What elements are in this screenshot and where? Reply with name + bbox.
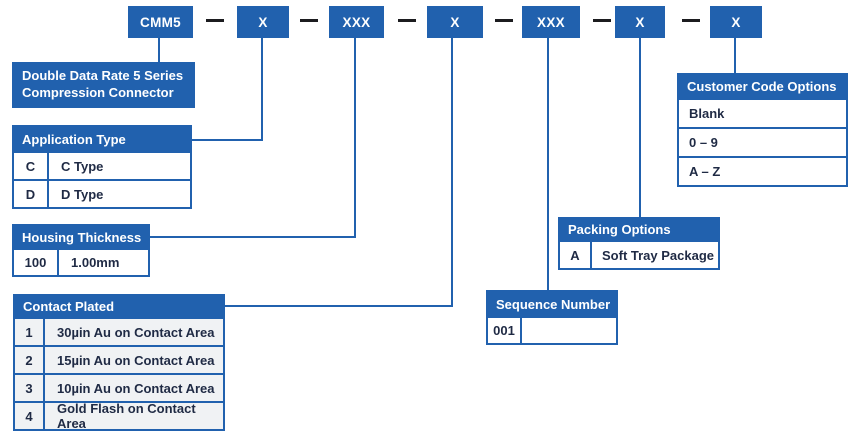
connector-line [734,38,736,73]
row-label: 0 – 9 [689,135,718,150]
part-number-segment-plating: X [427,6,483,38]
part-number-segment-customer-code: X [710,6,762,38]
packing-options-header: Packing Options [558,217,720,242]
housing-thickness-header: Housing Thickness [12,224,150,250]
customer-code-options-header: Customer Code Options [677,73,848,100]
table-row: 001 [486,316,618,345]
connector-line [639,38,641,217]
table-row: Blank [677,98,848,129]
housing-thickness-table: Housing Thickness 100 1.00mm [12,224,150,277]
row-description: Gold Flash on Contact Area [57,401,196,431]
row-label: Blank [689,106,725,121]
connector-line [547,38,549,290]
connector-line [225,305,453,307]
connector-line [150,236,356,238]
part-number-segment-series: CMM5 [128,6,193,38]
row-description: C Type [61,158,104,174]
row-code: 1 [15,319,45,345]
connector-line [192,139,263,141]
part-number-segment-application: X [237,6,289,38]
application-type-header: Application Type [12,125,192,153]
table-row: A Soft Tray Package [558,240,720,270]
dash-separator [682,19,700,22]
row-code: 4 [15,403,45,429]
row-description [522,318,616,343]
part-number-segment-packing: X [615,6,665,38]
table-row: 2 15µin Au on Contact Area [13,345,225,375]
table-row: 100 1.00mm [12,248,150,277]
row-code: C [14,153,49,179]
row-code: 2 [15,347,45,373]
part-number-segment-housing: XXX [329,6,384,38]
connector-line [261,38,263,141]
connector-line [451,38,453,307]
contact-plated-table: Contact Plated 1 30µin Au on Contact Are… [13,294,225,431]
row-code: 001 [488,318,522,343]
row-code: D [14,181,49,207]
dash-separator [206,19,224,22]
row-code: A [560,242,592,268]
table-row: 4 Gold Flash on Contact Area [13,401,225,431]
dash-separator [300,19,318,22]
dash-separator [495,19,513,22]
application-type-table: Application Type C C Type D D Type [12,125,192,209]
table-row: A – Z [677,156,848,187]
dash-separator [593,19,611,22]
row-code: 100 [14,250,59,275]
row-description: 10µin Au on Contact Area [57,380,215,396]
row-code: 3 [15,375,45,401]
row-description: 1.00mm [71,255,120,270]
sequence-number-header: Sequence Number [486,290,618,318]
table-row: C C Type [12,151,192,181]
connector-line [354,38,356,238]
table-row: D D Type [12,179,192,209]
table-row: 1 30µin Au on Contact Area [13,317,225,347]
table-row: 3 10µin Au on Contact Area [13,373,225,403]
connector-line [158,38,160,62]
part-number-segment-sequence: XXX [522,6,580,38]
sequence-number-table: Sequence Number 001 [486,290,618,345]
table-row: 0 – 9 [677,127,848,158]
row-description: D Type [61,186,104,202]
row-description: 15µin Au on Contact Area [57,352,215,368]
customer-code-options-table: Customer Code Options Blank 0 – 9 A – Z [677,73,848,187]
series-description-line1: Double Data Rate 5 Series [22,68,184,83]
contact-plated-header: Contact Plated [13,294,225,319]
series-description-box: Double Data Rate 5 Series Compression Co… [12,62,195,108]
packing-options-table: Packing Options A Soft Tray Package [558,217,720,270]
row-description: 30µin Au on Contact Area [57,324,215,340]
series-description-line2: Compression Connector [22,85,174,100]
row-label: A – Z [689,164,721,179]
row-description: Soft Tray Package [602,247,714,263]
dash-separator [398,19,416,22]
